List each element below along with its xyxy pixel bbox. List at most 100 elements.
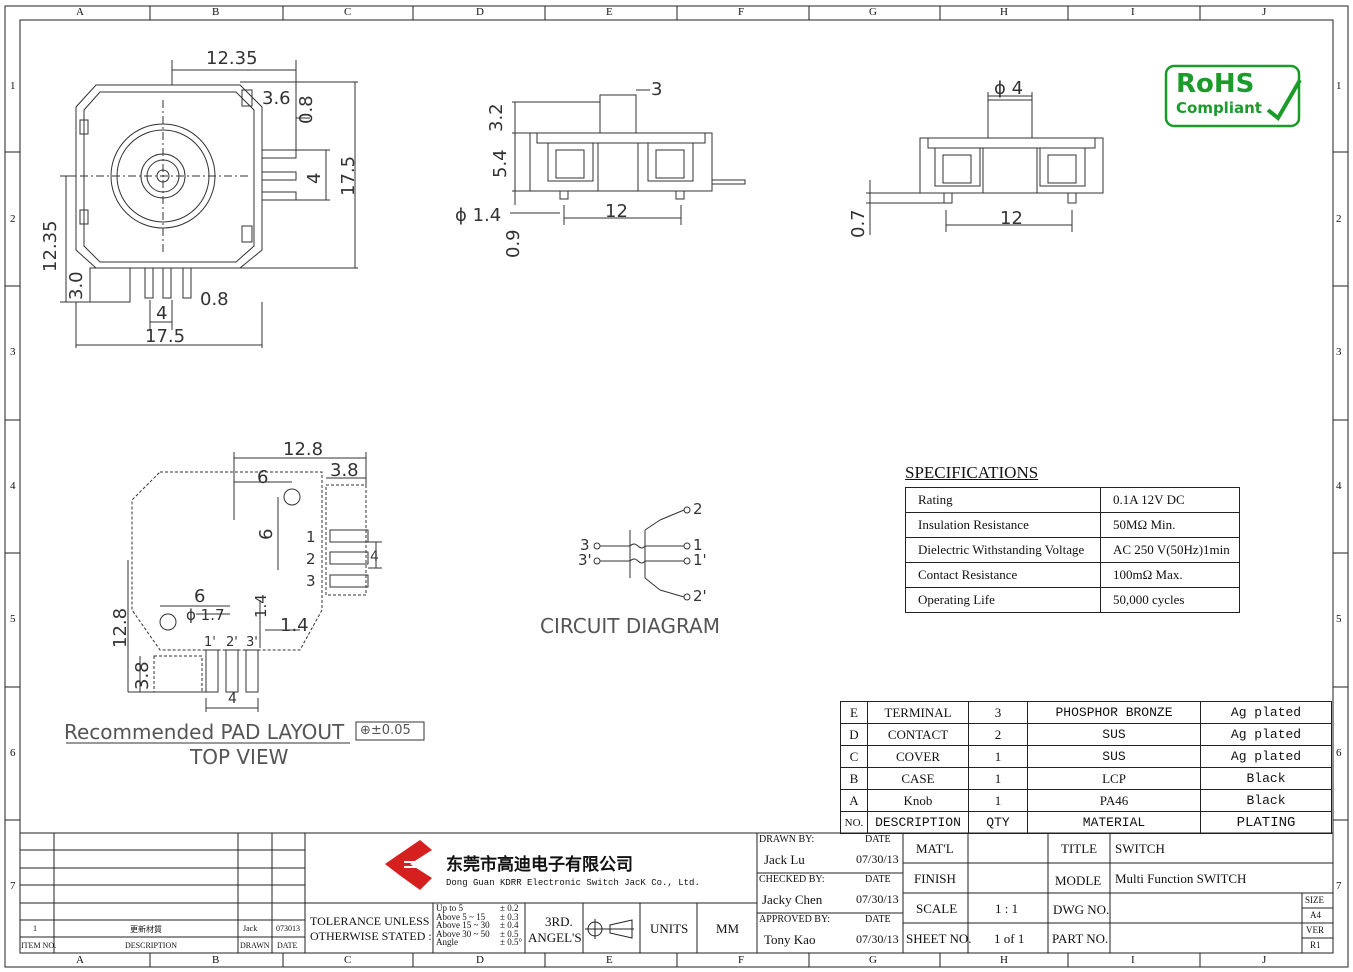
dim-label: ϕ 1.7 xyxy=(186,606,225,624)
bom-plat: Black xyxy=(1200,789,1332,812)
tb-label: VER xyxy=(1306,925,1324,935)
specs-title: SPECIFICATIONS xyxy=(905,463,1039,482)
bom-mat: SUS xyxy=(1027,745,1201,768)
dim-label: 4 xyxy=(370,549,379,565)
signoff-label: DRAWN BY: xyxy=(759,834,815,845)
bom-desc: TERMINAL xyxy=(867,701,969,724)
col-label: F xyxy=(738,6,745,18)
row-label: 2 xyxy=(10,213,16,225)
dim-label: 6 xyxy=(257,467,269,488)
rev-drawn: Jack xyxy=(243,924,258,933)
pin-label: 3 xyxy=(306,572,316,590)
rev-desc: 更新材質 xyxy=(130,925,162,934)
bom-header-desc: DESCRIPTION xyxy=(867,811,969,834)
col-label: B xyxy=(212,954,220,966)
bom-plat: Ag plated xyxy=(1200,723,1332,746)
company-logo xyxy=(385,840,634,939)
spec-key: Contact Resistance xyxy=(905,562,1101,588)
angle-label: 3RD. xyxy=(545,914,573,929)
pin-label: 2 xyxy=(306,550,316,568)
bom-desc: CONTACT xyxy=(867,723,969,746)
pin-label: 3 xyxy=(580,536,590,554)
spec-key: Dielectric Withstanding Voltage xyxy=(905,537,1101,563)
col-label: D xyxy=(476,6,484,18)
col-label: D xyxy=(476,954,484,966)
tol-label: TOLERANCE UNLESS xyxy=(310,914,430,928)
tb-value: 1 of 1 xyxy=(994,931,1025,946)
pin-label: 2' xyxy=(693,587,707,605)
dim-label: 3.8 xyxy=(330,460,359,481)
tol-value: ± 0.3 xyxy=(500,911,519,922)
spec-value: 50MΩ Min. xyxy=(1100,512,1240,538)
bom-plat: Black xyxy=(1200,767,1332,790)
signoff-label: APPROVED BY: xyxy=(759,914,831,925)
dim-label: 12 xyxy=(1000,208,1023,229)
tol-range: Above 15 ~ 30 xyxy=(436,920,490,930)
tol-value: ± 0.5 xyxy=(500,928,519,939)
pad-tolerance: ⊕±0.05 xyxy=(360,723,411,738)
col-label: I xyxy=(1131,954,1135,966)
col-label: A xyxy=(76,6,84,18)
dim-label: 1.4 xyxy=(280,615,309,636)
signoff-name: Jack Lu xyxy=(764,852,805,867)
col-label: F xyxy=(738,954,745,966)
row-label: 3 xyxy=(1336,346,1342,358)
view-caption: TOP VIEW xyxy=(190,745,289,769)
row-label: 6 xyxy=(10,747,16,759)
units-label: UNITS xyxy=(650,921,689,936)
rev-date: 073013 xyxy=(276,924,300,933)
signoff-name: Jacky Chen xyxy=(762,892,823,907)
tb-label: PART NO. xyxy=(1052,931,1109,946)
pin-label: 3' xyxy=(578,551,592,569)
col-label: C xyxy=(344,6,352,18)
tol-range: Above 30 ~ 50 xyxy=(436,928,490,939)
signoff-date: 07/30/13 xyxy=(856,932,899,946)
company-name-cn: 东莞市高迪电子有限公司 xyxy=(446,855,633,875)
signoff-label: DATE xyxy=(865,914,891,925)
col-label: H xyxy=(1000,954,1008,966)
pin-label: 2 xyxy=(693,500,703,518)
dim-label: 0.8 xyxy=(200,289,229,310)
bom-desc: CASE xyxy=(867,767,969,790)
dim-label: 4 xyxy=(228,691,237,707)
tb-value: SWITCH xyxy=(1115,841,1165,856)
rev-header: DATE xyxy=(277,941,298,950)
dim-label: 3.6 xyxy=(262,88,291,109)
tol-range: Up to 5 xyxy=(436,903,463,913)
company-name-en: Dong Guan KDRR Electronic Switch JacK Co… xyxy=(446,878,700,888)
dim-label: 12.8 xyxy=(283,439,324,460)
row-label: 5 xyxy=(1336,613,1342,625)
signoff-date: 07/30/13 xyxy=(856,852,899,866)
pin-label: 2' xyxy=(226,635,238,650)
dim-label: 12.35 xyxy=(206,48,258,69)
row-label: 7 xyxy=(1336,880,1342,892)
dim-label: ϕ 4 xyxy=(994,78,1024,99)
col-label: H xyxy=(1000,6,1008,18)
row-label: 4 xyxy=(1336,480,1342,492)
signoff-label: CHECKED BY: xyxy=(759,874,825,885)
signoff-label: DATE xyxy=(865,834,891,845)
rev-header: DRAWN xyxy=(240,941,270,950)
row-label: 5 xyxy=(10,613,16,625)
tol-value: ± 0.5° xyxy=(500,937,523,947)
circuit-caption: CIRCUIT DIAGRAM xyxy=(540,614,720,638)
spec-value: 0.1A 12V DC xyxy=(1100,487,1240,513)
col-label: G xyxy=(869,6,877,18)
row-label: 2 xyxy=(1336,213,1342,225)
pin-label: 1' xyxy=(204,635,216,650)
col-label: E xyxy=(606,6,613,18)
col-label: E xyxy=(606,954,613,966)
row-label: 6 xyxy=(1336,747,1342,759)
row-label: 1 xyxy=(10,80,16,92)
tb-value: 1 : 1 xyxy=(995,901,1019,916)
tol-value: ± 0.2 xyxy=(500,903,519,913)
tol-range: Angle xyxy=(436,937,458,947)
